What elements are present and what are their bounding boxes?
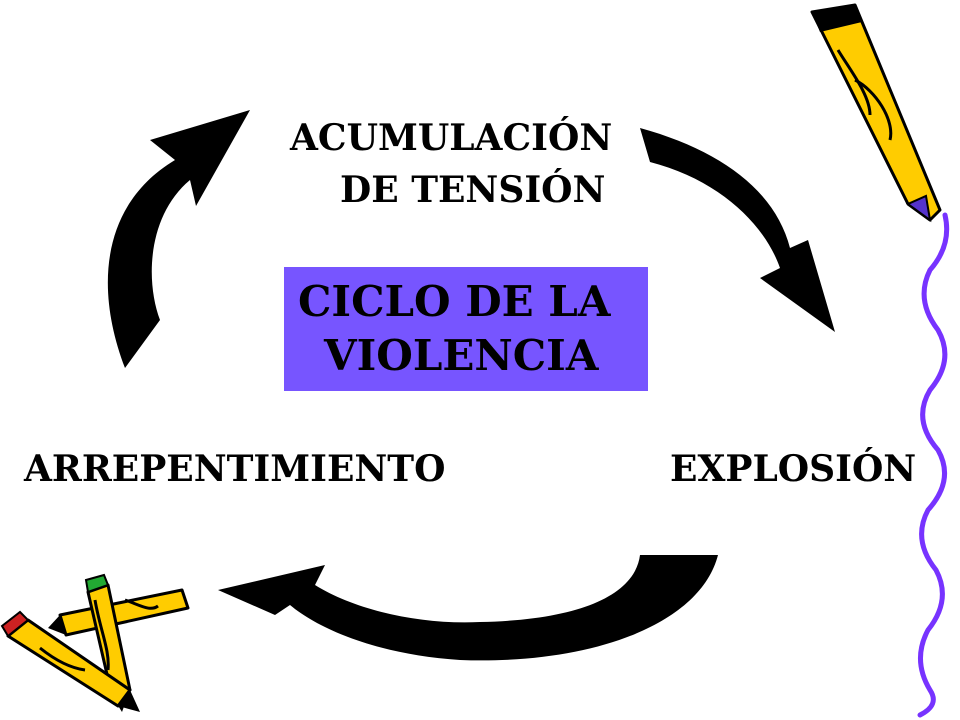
arrow-top-to-right bbox=[640, 128, 835, 332]
stage-label-top: ACUMULACIÓN DE TENSIÓN bbox=[290, 112, 650, 216]
arrow-bottom-right-to-left bbox=[218, 555, 718, 661]
pencils-icon bbox=[0, 573, 190, 712]
wavy-border-line bbox=[917, 212, 950, 718]
stage-label-right: EXPLOSIÓN bbox=[670, 448, 917, 490]
arrow-left-to-top bbox=[107, 110, 250, 368]
stage-top-line-2: DE TENSIÓN bbox=[340, 169, 606, 211]
pencil-icon bbox=[810, 3, 942, 223]
stage-top-line-1: ACUMULACIÓN bbox=[290, 117, 613, 159]
cycle-title-box: CICLO DE LA VIOLENCIA bbox=[284, 267, 648, 391]
cycle-title-line-2: VIOLENCIA bbox=[324, 331, 599, 380]
cycle-title-line-1: CICLO DE LA bbox=[298, 277, 611, 326]
stage-label-left: ARREPENTIMIENTO bbox=[24, 448, 446, 490]
